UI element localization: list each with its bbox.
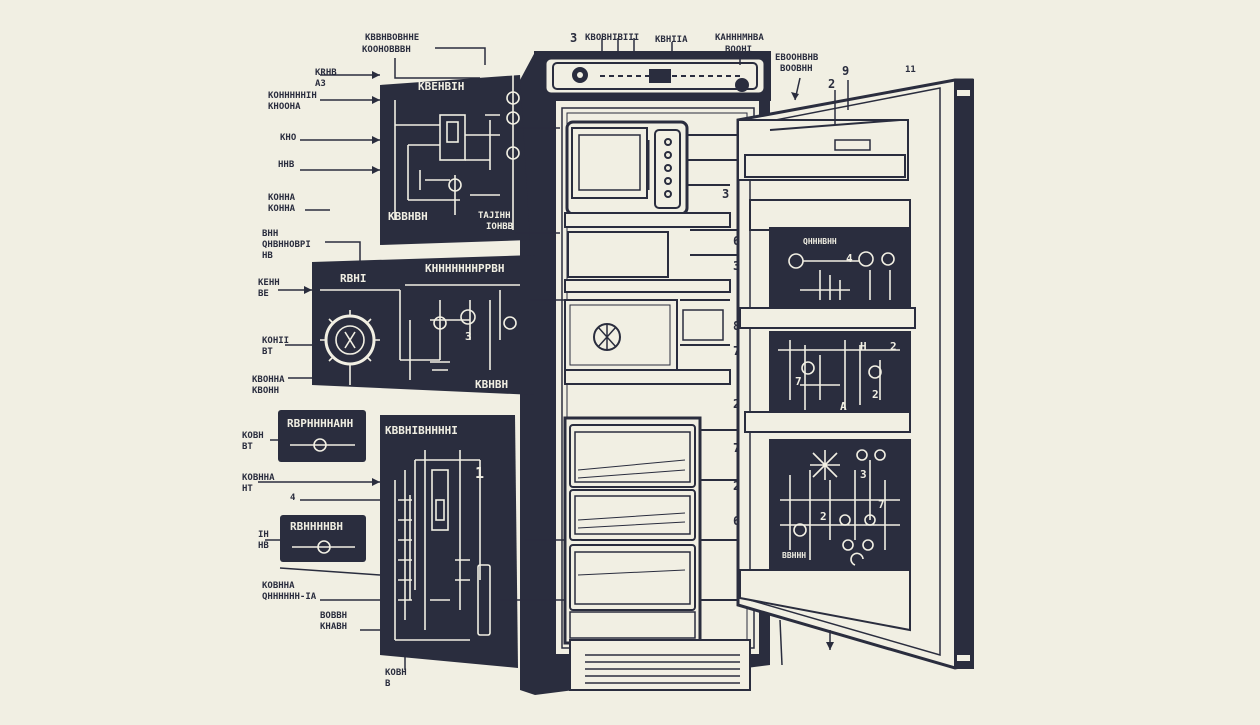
left-label-5-line2: KOHHA (268, 204, 296, 214)
control-panel-bottom (380, 415, 518, 668)
shelf-number-3: 3 (733, 259, 740, 273)
top-label-e-line2: BOOHI (725, 45, 752, 55)
left-label-2-line1: KOHHHHHIH (268, 91, 317, 101)
left-label-12-line1: 4 (290, 493, 296, 503)
cabinet-shelves (564, 212, 745, 385)
shelf-number-6: 2 (733, 397, 740, 411)
top-label-i: 2 (828, 77, 835, 91)
top-label-a-line2: KOOHOBBBH (362, 45, 411, 55)
left-label-7-line1: KEHH (258, 278, 280, 288)
left-label-8-line2: BT (262, 347, 273, 357)
left-label-4-line1: HHB (278, 160, 295, 170)
refrigerator-door (736, 78, 974, 670)
top-label-h: 11 (905, 65, 916, 75)
control-panel-top (380, 70, 530, 245)
left-label-15-line2: KHABH (320, 622, 347, 632)
left-label-10-line2: BT (242, 442, 253, 452)
left-label-16-line1: KOBH (385, 668, 407, 678)
left-label-2-line2: KHOOHA (268, 102, 301, 112)
bottom-panel-num: 1 (475, 464, 484, 482)
left-label-9-line2: KBOHH (252, 386, 279, 396)
shelf-numbers: 3 6 3 8 7 2 7 2 6 (722, 187, 740, 528)
door-number-8: 7 (878, 498, 885, 511)
middle-panel-sub: KBHBH (475, 378, 508, 391)
indicator-box-2 (280, 515, 366, 562)
door-number-9: 2 (820, 510, 827, 523)
left-label-6-line2: QHBHHOBPI (262, 240, 311, 250)
control-panel-middle (312, 255, 535, 395)
left-label-9-line1: KBOHHA (252, 375, 285, 385)
middle-panel-title: KHHHHHHHPPBH (425, 262, 504, 275)
top-label-g: 9 (842, 64, 849, 78)
door-number-7: 3 (860, 468, 867, 481)
top-label-b: 3 (570, 31, 577, 45)
upper-compartment (565, 120, 740, 216)
shelf-number-9: 6 (733, 514, 740, 528)
leader-lines (258, 38, 849, 670)
left-label-11-line2: HT (242, 484, 253, 494)
middle-panel-num: 3 (465, 330, 472, 343)
shelf-number-7: 7 (733, 441, 740, 455)
door-number-2: 2 (890, 340, 897, 353)
leader-arrows (304, 71, 834, 650)
left-label-1-line2: A3 (315, 79, 326, 89)
left-label-13-line1: IH (258, 530, 269, 540)
left-label-8-line1: KOHII (262, 336, 289, 346)
left-label-7-line2: BE (258, 289, 269, 299)
top-panel-sub2-line1: TAJIHH (478, 211, 511, 221)
door-panel-label-3: BBHHH (782, 551, 806, 560)
left-label-14-line1: KOBHHA (262, 581, 295, 591)
door-number-3: H (860, 340, 867, 353)
top-label-f-line2: BOOBHH (780, 64, 813, 74)
top-panel-title: KBEHBIH (418, 80, 464, 93)
left-label-15-line1: BOBBH (320, 611, 347, 621)
shelf-number-4: 8 (733, 319, 740, 333)
top-label-c: KBOBHIBIII (585, 33, 639, 43)
door-number-6: 2 (872, 388, 879, 401)
door-number-4: 7 (795, 375, 802, 388)
left-label-3-line1: KHO (280, 133, 297, 143)
top-labels: KBBHBOBHHE KOOHOBBBH 3 KBOBHIBIII KBHIIA… (362, 31, 916, 91)
left-label-14-line2: QHHHHHH-IA (262, 592, 317, 602)
panel-text: KBEHBIH KBBHBH TAJIHH IOHBB RBHI KHHHHHH… (287, 80, 837, 560)
left-label-16-line2: B (385, 679, 391, 689)
left-label-5-line1: KOHHA (268, 193, 296, 203)
top-panel-sub2-line2: IOHBB (486, 222, 514, 232)
bottom-panel-title: KBBHIBHHHHI (385, 424, 458, 437)
base-grille (569, 639, 751, 691)
shelf-number-5: 7 (733, 344, 740, 358)
indicator-box-1-title: RBPHHHHAHH (287, 417, 353, 430)
shelf-number-8: 2 (733, 479, 740, 493)
top-panel-sub: KBBHBH (388, 210, 428, 223)
left-label-11-line1: KOBHHA (242, 473, 275, 483)
door-number-1: 4 (846, 252, 853, 265)
shelf-number-1: 3 (722, 187, 729, 201)
left-label-13-line2: HB (258, 541, 269, 551)
top-label-e-line1: KAHHHMHBA (715, 33, 764, 43)
middle-panel-title-left: RBHI (340, 272, 367, 285)
top-label-f-line1: EBOOHBHB (775, 53, 819, 63)
shelf-number-2: 6 (733, 234, 740, 248)
door-circuits (778, 251, 900, 566)
top-label-d: KBHIIA (655, 35, 688, 45)
left-label-10-line1: KOBH (242, 431, 264, 441)
left-label-1-line1: KRHB (315, 68, 337, 78)
indicator-box-1 (278, 410, 366, 462)
door-number-5: A (840, 400, 847, 413)
left-label-6-line1: BHH (262, 229, 278, 239)
left-label-6-line3: HB (262, 251, 273, 261)
top-label-a-line1: KBBHBOBHHE (365, 33, 419, 43)
indicator-box-2-title: RBHHHHBH (290, 520, 343, 533)
door-panel-label-1: QHHHBHH (803, 237, 837, 246)
